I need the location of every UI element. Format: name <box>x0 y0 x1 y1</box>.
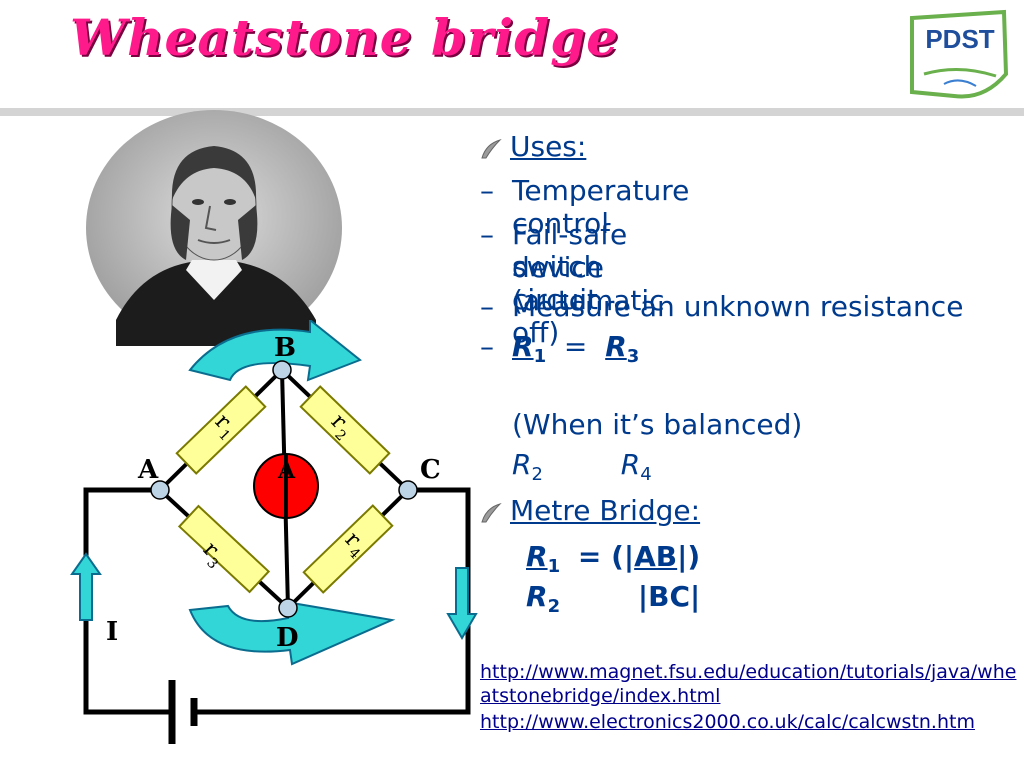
ammeter-label: A <box>277 458 296 484</box>
node-c <box>398 480 418 500</box>
title-divider <box>0 108 1024 116</box>
uses-item-2: Fail-safe device (automatic <box>512 218 665 317</box>
current-up-arrow-icon <box>70 552 102 621</box>
page-title: Wheatstone bridge <box>70 8 620 67</box>
uses-heading: Uses: <box>510 130 587 163</box>
dash-marker: – <box>480 330 494 363</box>
resistor-r4 <box>302 504 394 594</box>
resistor-r3 <box>177 504 271 594</box>
top-flow-arrow-icon <box>188 320 362 382</box>
uses-item-3: Measure an unknown resistance <box>512 290 964 323</box>
resistor-r2 <box>299 385 391 475</box>
node-d-label: D <box>276 623 299 653</box>
uses-item-2-continued: switch circuit off) <box>512 250 602 349</box>
wheatstone-circuit-diagram: r 1 r 2 r 3 r 4 A A B C D I <box>70 320 478 744</box>
uses-item-1: Temperature control <box>512 174 690 240</box>
node-a-label: A <box>137 455 159 485</box>
magnet-link[interactable]: http://www.magnet.fsu.edu/education/tuto… <box>480 661 1017 707</box>
node-b-label: B <box>274 333 296 363</box>
node-c-label: C <box>420 455 441 485</box>
balance-formula-top: R1 = R3 <box>512 330 640 367</box>
node-a <box>150 480 170 500</box>
resistor-r1 <box>175 385 267 475</box>
node-b <box>272 360 292 380</box>
logo-text: PDST <box>925 24 994 54</box>
balance-formula-bottom: R2 R4 <box>512 448 652 485</box>
metre-formula-bottom: R2 |BC| <box>526 580 701 617</box>
bottom-flow-arrow-icon <box>188 600 396 666</box>
metre-heading: Metre Bridge: <box>510 494 701 527</box>
metre-formula-top: R1 = (|AB|) <box>526 540 701 577</box>
node-d <box>278 598 298 618</box>
dash-marker: – <box>480 290 494 323</box>
dash-marker: – <box>480 174 494 207</box>
wheatstone-portrait <box>86 110 342 346</box>
balanced-note: (When it’s balanced) <box>512 408 803 441</box>
electronics2000-link[interactable]: http://www.electronics2000.co.uk/calc/ca… <box>480 711 975 733</box>
uses-bullet: Uses: <box>480 130 586 163</box>
metre-bullet: Metre Bridge: <box>480 494 700 527</box>
pdst-logo: PDST <box>910 9 1009 99</box>
current-label: I <box>106 617 118 647</box>
dash-marker: – <box>480 218 494 251</box>
bullet-icon <box>481 502 502 523</box>
bullet-icon <box>481 138 502 159</box>
current-down-arrow-icon <box>446 567 478 640</box>
